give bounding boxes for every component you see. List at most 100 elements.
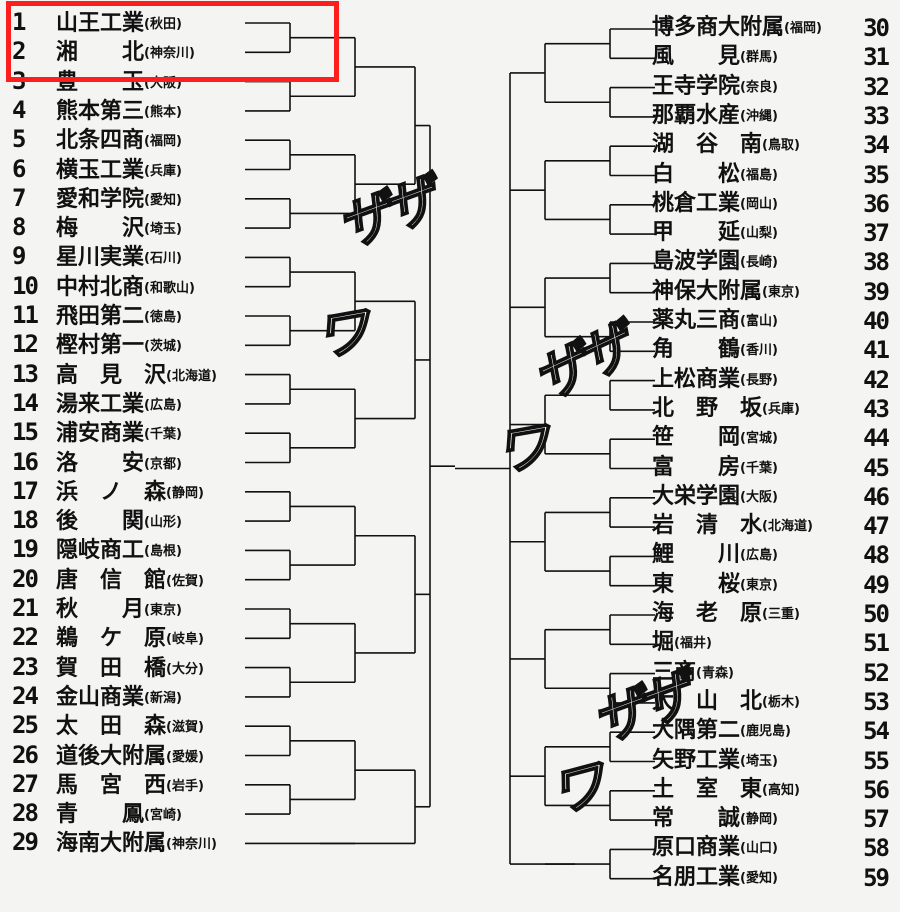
- team-prefecture: (群馬): [740, 50, 778, 66]
- team-prefecture: (山口): [740, 841, 778, 857]
- team-number: 7: [12, 183, 26, 212]
- team-prefecture: (埼玉): [740, 753, 778, 769]
- team-prefecture: (沖縄): [740, 108, 778, 124]
- team-number: 34: [863, 131, 890, 160]
- team-name: 浦安商業: [56, 421, 145, 447]
- team-number: 57: [863, 805, 890, 834]
- team-number: 24: [12, 681, 39, 710]
- team-name: 北 野 坂: [652, 395, 763, 421]
- team-prefecture: (島根): [144, 544, 182, 560]
- team-number: 38: [863, 248, 890, 277]
- team-number: 52: [863, 658, 890, 687]
- team-number: 12: [12, 330, 39, 359]
- team-number: 26: [12, 740, 39, 769]
- team-prefecture: (埼玉): [144, 222, 182, 238]
- team-name: 王寺学院: [652, 73, 741, 99]
- team-prefecture: (石川): [144, 251, 182, 267]
- team-prefecture: (東京): [144, 603, 182, 618]
- team-name: 東 桜: [652, 571, 741, 597]
- team-number: 11: [12, 301, 39, 329]
- right-team-row: 甲 延(山梨)37: [652, 219, 890, 247]
- team-number: 25: [12, 711, 39, 740]
- right-team-row: 角 鶴(香川)41: [652, 336, 890, 365]
- team-name: 秋 月: [56, 597, 145, 622]
- team-prefecture: (東京): [740, 577, 778, 593]
- right-team-row: 海 老 原(三重)50: [652, 600, 890, 628]
- team-prefecture: (北海道): [166, 368, 217, 384]
- team-name: 浜 ノ 森: [56, 479, 167, 505]
- team-name: 名朋工業: [652, 864, 741, 890]
- team-prefecture: (滋賀): [166, 720, 204, 736]
- right-team-row: 原口商業(山口)58: [652, 834, 890, 863]
- team-number: 15: [12, 418, 39, 447]
- team-prefecture: (宮城): [740, 431, 778, 447]
- team-prefecture: (大分): [166, 661, 204, 677]
- team-name: 愛和学院: [56, 186, 145, 212]
- team-prefecture: (静岡): [740, 812, 778, 828]
- right-team-row: 大 山 北(栃木)53: [652, 688, 890, 716]
- team-number: 36: [863, 189, 890, 218]
- team-prefecture: (東京): [762, 284, 800, 300]
- team-number: 55: [863, 746, 890, 775]
- team-number: 1: [12, 8, 26, 36]
- team-name: 那覇水産: [652, 102, 741, 128]
- team-number: 20: [12, 564, 39, 593]
- team-name: 神保大附属: [652, 278, 763, 304]
- right-team-row: 富 房(千葉)45: [652, 453, 890, 482]
- team-number: 41: [863, 336, 890, 365]
- team-prefecture: (静岡): [166, 485, 204, 501]
- left-team-row: 17 浜 ノ 森(静岡): [12, 477, 204, 505]
- team-name: 樫村第一: [56, 333, 145, 359]
- team-name: 熊本第三: [56, 98, 145, 124]
- team-prefecture: (新潟): [144, 690, 182, 706]
- right-team-row: 名朋工業(愛知)59: [652, 864, 890, 892]
- team-prefecture: (熊本): [144, 104, 182, 120]
- team-prefecture: (神奈川): [144, 46, 195, 62]
- team-name: 青 鳳: [56, 802, 145, 828]
- team-number: 35: [863, 160, 890, 189]
- team-prefecture: (長野): [740, 372, 778, 388]
- team-name: 上松商業: [652, 366, 741, 392]
- team-name: 隠岐商工: [56, 538, 145, 564]
- team-number: 18: [12, 506, 39, 535]
- team-number: 17: [12, 476, 39, 505]
- team-name: 大 山 北: [652, 688, 763, 714]
- right-team-row: 那覇水産(沖縄)33: [652, 102, 890, 130]
- team-number: 58: [863, 834, 890, 863]
- team-number: 45: [863, 453, 890, 482]
- team-name: 山王工業: [56, 11, 145, 36]
- team-name: 北条四商: [56, 128, 145, 154]
- team-name: 島波学園: [652, 249, 741, 275]
- team-name: 白 松: [652, 161, 741, 187]
- team-prefecture: (広島): [144, 397, 182, 413]
- team-name: 甲 延: [652, 220, 741, 246]
- right-team-row: 上松商業(長野)42: [652, 366, 890, 394]
- team-name: 星川実業: [56, 245, 145, 271]
- team-prefecture: (栃木): [762, 694, 800, 710]
- right-team-row: 湖 谷 南(鳥取)34: [652, 131, 890, 160]
- right-team-row: 鯉 川(広島)48: [652, 541, 890, 569]
- team-number: 32: [863, 72, 890, 101]
- right-team-row: 博多商大附属(福岡)30: [652, 14, 890, 42]
- team-name: 飛田第二: [56, 304, 145, 329]
- team-name: 馬 宮 西: [56, 772, 167, 798]
- team-name: 道後大附属: [56, 743, 167, 769]
- team-name: 横玉工業: [56, 157, 145, 183]
- right-team-row: 岩 清 水(北海道)47: [652, 512, 890, 540]
- team-name: 高 見 沢: [56, 362, 167, 388]
- team-prefecture: (愛知): [740, 870, 778, 886]
- team-number: 22: [12, 623, 39, 652]
